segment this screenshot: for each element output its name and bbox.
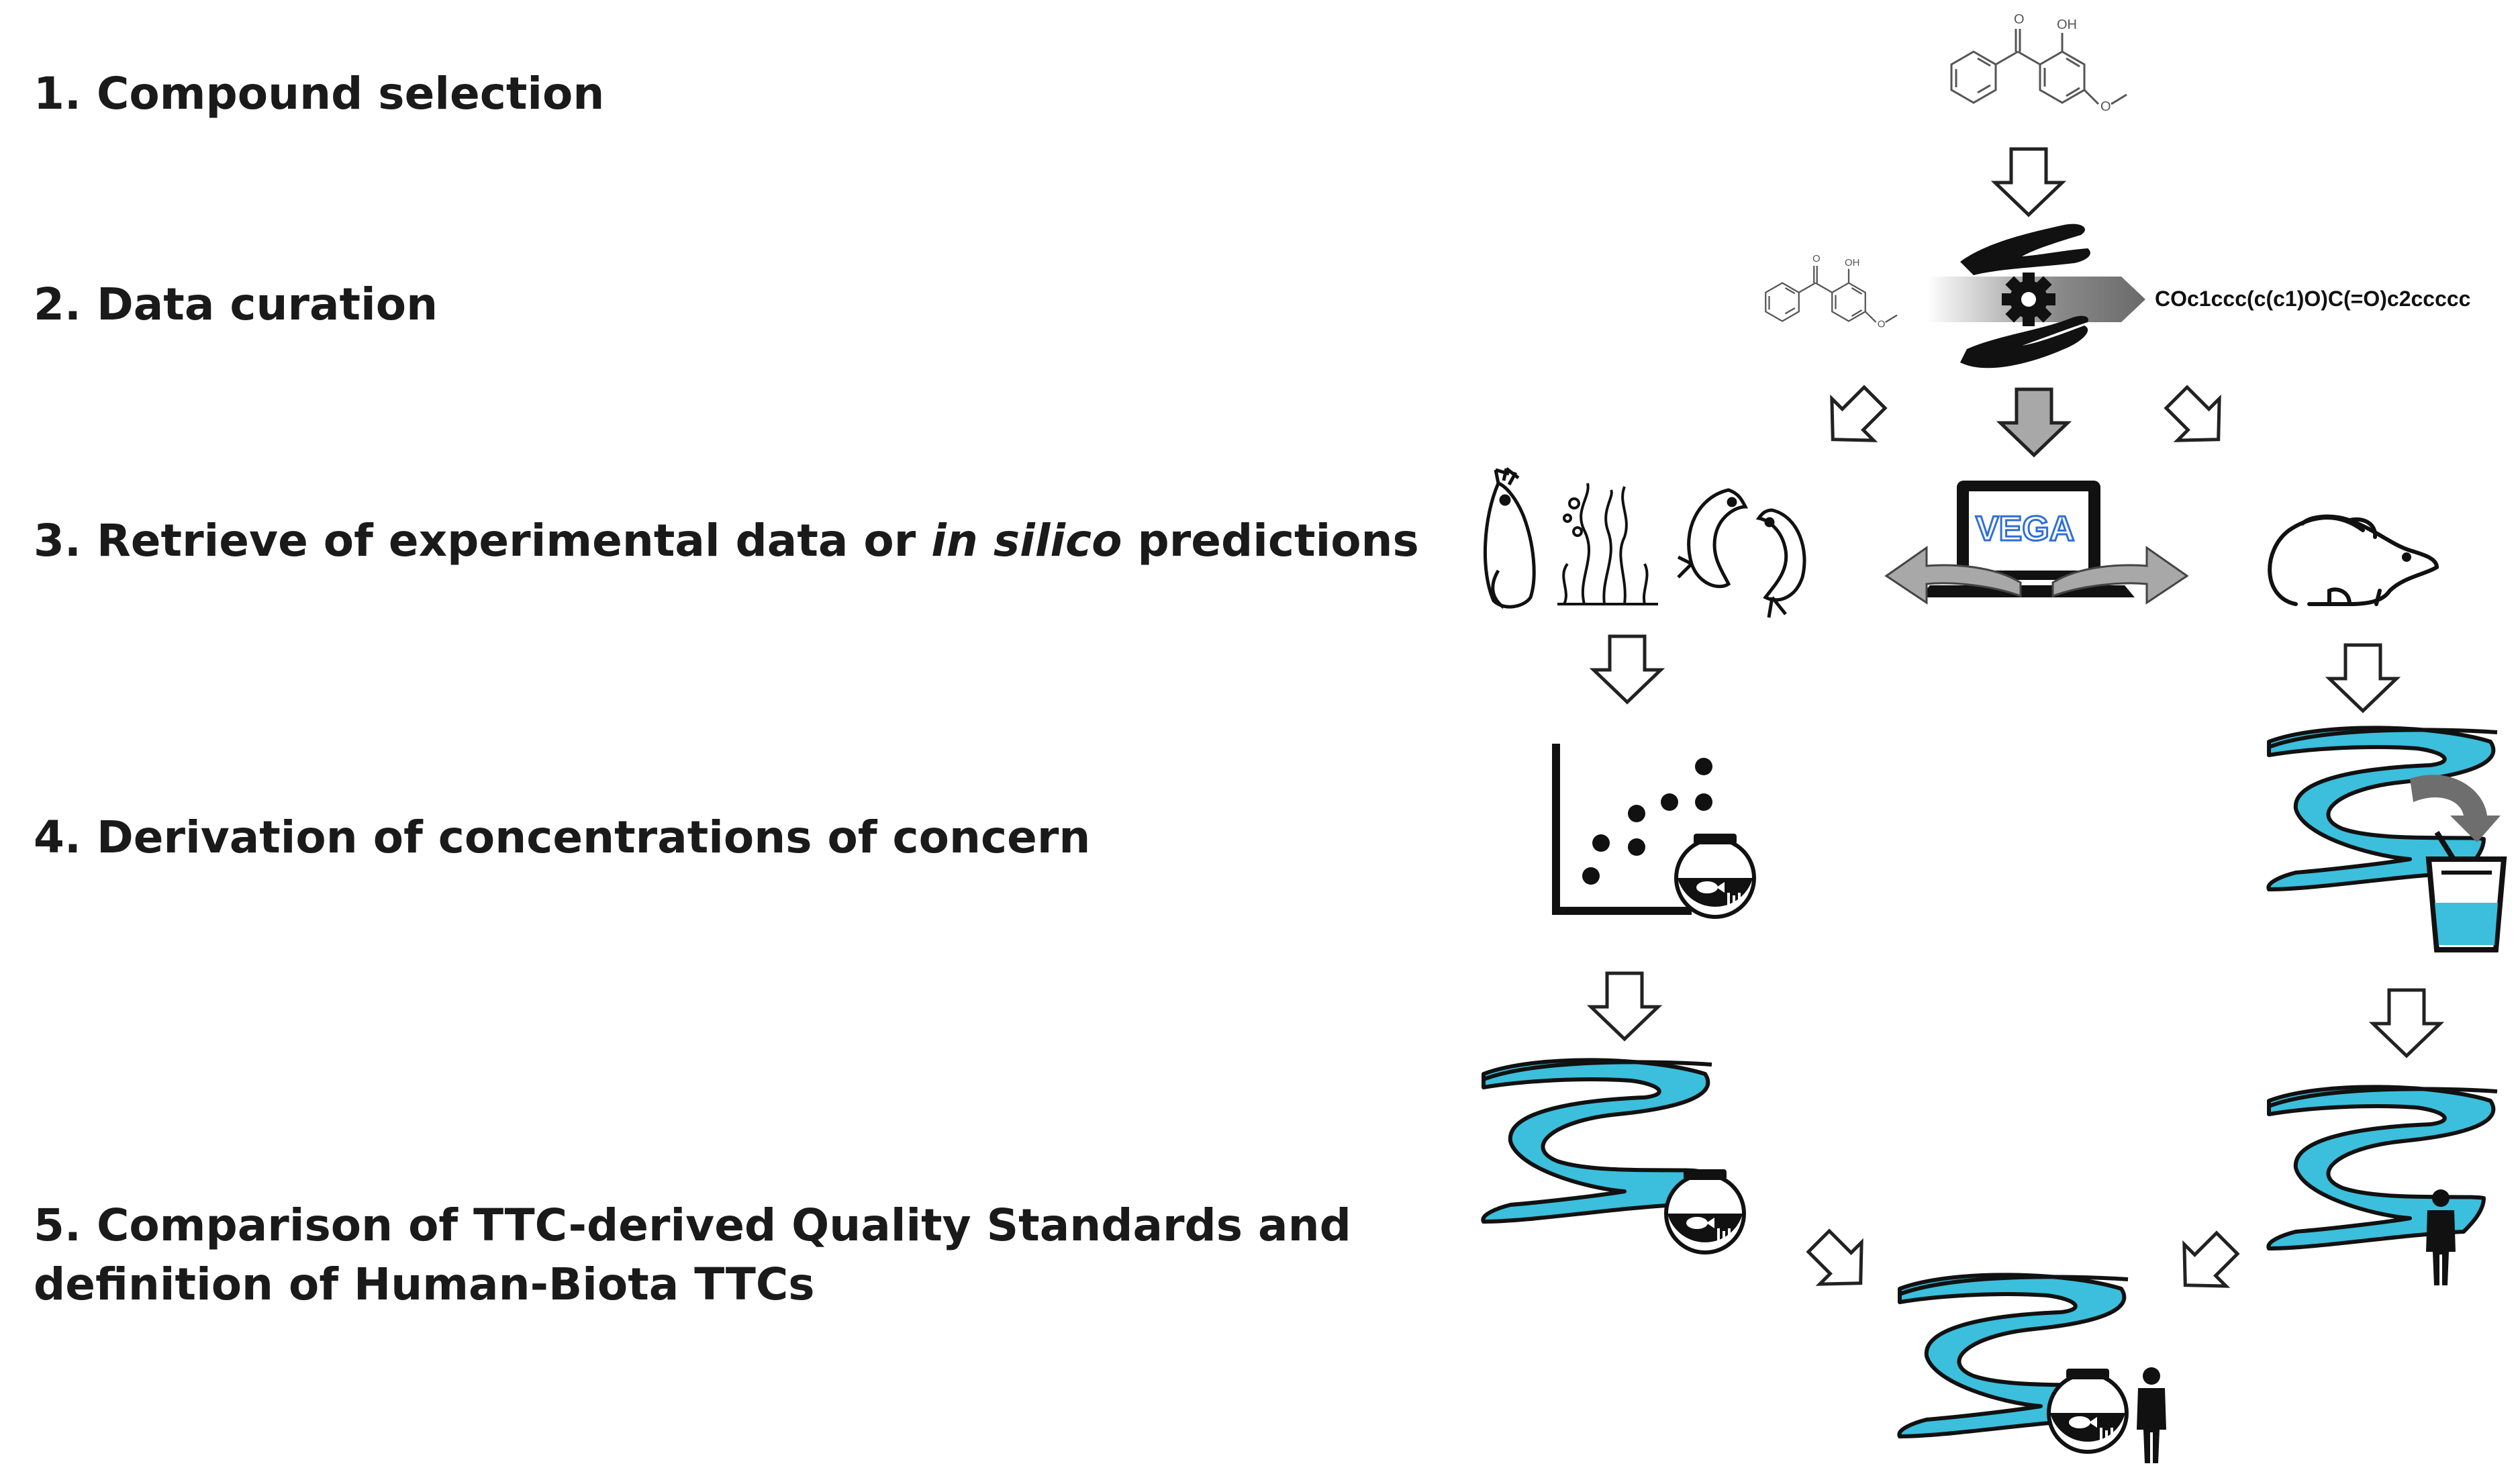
benzophenone-structure-small-icon — [1765, 252, 1898, 331]
step-3-text-b: predictions — [1122, 515, 1419, 567]
benzophenone-structure-icon — [1950, 11, 2128, 115]
smiles-string: COc1ccc(c(c1)O)C(=O)c2ccccc — [2155, 287, 2470, 311]
step-3-label: 3. Retrieve of experimental data or in s… — [34, 511, 1419, 571]
vega-laptop-icon: VEGA — [1920, 481, 2135, 597]
down-arrow-icon — [1594, 636, 1661, 702]
fishbowl-icon — [1676, 834, 1754, 917]
step-3-text-italic: in silico — [931, 515, 1122, 567]
down-arrow-icon — [2373, 990, 2440, 1056]
down-arrow-icon — [2155, 377, 2239, 460]
down-arrow-icon — [1591, 973, 1658, 1039]
hands-gear-curation-icon — [1927, 224, 2145, 368]
vega-label: VEGA — [1976, 509, 2074, 548]
step-3-text-a: 3. Retrieve of experimental data or — [34, 515, 932, 567]
fishbowl-icon — [2049, 1369, 2127, 1452]
rat-icon — [2268, 514, 2439, 606]
drinking-glass-icon — [2425, 830, 2507, 952]
step-4-label: 4. Derivation of concentrations of conce… — [34, 811, 1091, 863]
step-5-label-line1: 5. Comparison of TTC-derived Quality Sta… — [34, 1199, 1351, 1251]
down-arrow-icon — [1798, 1220, 1881, 1303]
step-2-label: 2. Data curation — [34, 279, 438, 330]
down-arrow-icon — [2329, 645, 2396, 711]
river-icon — [2268, 1087, 2497, 1248]
down-arrow-icon — [1996, 387, 2072, 458]
daphnia-icon — [1483, 467, 1536, 609]
step-5-label-line2: definition of Human-Biota TTCs — [34, 1259, 815, 1310]
pour-arrow-icon — [2410, 775, 2501, 842]
down-arrow-icon — [2164, 1222, 2247, 1306]
algae-icon — [1557, 483, 1658, 605]
human-figure-icon — [2137, 1367, 2166, 1463]
down-arrow-icon — [1812, 377, 1895, 460]
step-1-label: 1. Compound selection — [34, 68, 605, 119]
fish-icon — [1677, 488, 1806, 618]
scatter-plot-icon — [1552, 744, 1712, 915]
down-arrow-icon — [1995, 149, 2062, 215]
